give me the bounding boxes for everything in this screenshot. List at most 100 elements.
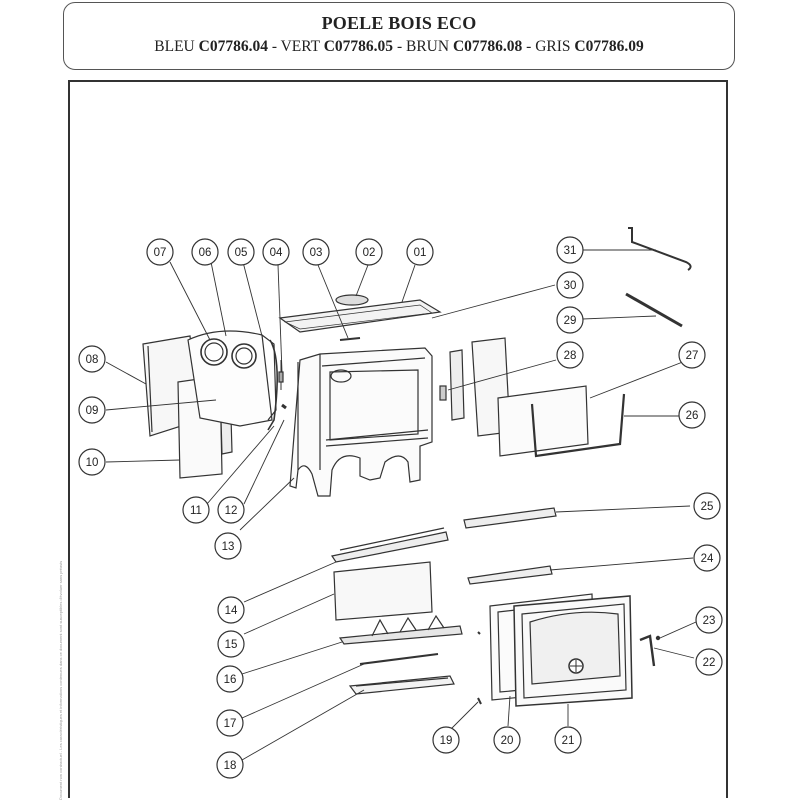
callout-circle [302,238,330,266]
side-note: Document non contractuel - Les caractéri… [58,561,63,800]
callout-circle [216,665,244,693]
callout-number: 30 [564,280,577,292]
callout-number: 19 [440,735,453,747]
callout-number: 29 [564,315,577,327]
callout-circle [406,238,434,266]
callout-number: 03 [310,247,323,259]
separator: - [522,38,536,55]
callout-18: 18 [216,751,244,779]
callout-21: 21 [554,726,582,754]
callout-number: 17 [224,718,237,730]
callout-number: 16 [224,674,237,686]
diagram-frame [68,80,728,798]
callout-number: 02 [363,247,376,259]
callout-number: 13 [222,541,235,553]
callout-number: 04 [270,247,283,259]
callout-number: 25 [701,501,714,513]
variant-code: C07786.09 [574,38,644,55]
variant-color: BLEU [154,38,195,55]
callout-number: 06 [199,247,212,259]
callout-circle [217,596,245,624]
callout-number: 09 [86,405,99,417]
callout-28: 28 [556,341,584,369]
callout-02: 02 [355,238,383,266]
callout-19: 19 [432,726,460,754]
callout-circle [78,396,106,424]
callout-09: 09 [78,396,106,424]
title-box: POELE BOIS ECO BLEU C07786.04 - VERT C07… [63,2,735,70]
callout-circle [695,648,723,676]
callout-17: 17 [216,709,244,737]
callout-29: 29 [556,306,584,334]
callout-27: 27 [678,341,706,369]
callout-number: 21 [562,735,575,747]
callout-circle [146,238,174,266]
callout-number: 14 [225,605,238,617]
callout-circle [556,271,584,299]
callout-number: 01 [414,247,427,259]
callout-number: 15 [225,639,238,651]
callout-08: 08 [78,345,106,373]
callout-07: 07 [146,238,174,266]
callout-12: 12 [217,496,245,524]
callout-circle [227,238,255,266]
callout-11: 11 [182,496,210,524]
callout-05: 05 [227,238,255,266]
callout-circle [678,401,706,429]
callout-circle [493,726,521,754]
callout-06: 06 [191,238,219,266]
callout-31: 31 [556,236,584,264]
callout-number: 08 [86,354,99,366]
variant-code: C07786.05 [323,38,394,55]
callout-number: 28 [564,350,577,362]
callout-circle [432,726,460,754]
callout-circle [216,751,244,779]
stove-parts [142,227,692,707]
callout-circle [216,709,244,737]
callout-number: 22 [703,657,716,669]
callout-10: 10 [78,448,106,476]
callout-circle [214,532,242,560]
callout-30: 30 [556,271,584,299]
callout-circle [355,238,383,266]
callout-03: 03 [302,238,330,266]
variant-code: C07786.04 [198,38,268,55]
callout-number: 20 [501,735,514,747]
callout-26: 26 [678,401,706,429]
callout-circle [262,238,290,266]
callout-circle [217,496,245,524]
callout-number: 11 [190,505,202,517]
callouts: 01 02 03 04 05 06 07 08 09 10 11 12 13 14 15 16 17 18 19 20… [78,236,723,779]
callout-number: 18 [224,760,237,772]
callout-number: 24 [701,553,714,565]
callout-number: 12 [225,505,238,517]
callout-circle [78,345,106,373]
callout-23: 23 [695,606,723,634]
callout-15: 15 [217,630,245,658]
callout-13: 13 [214,532,242,560]
callout-circle [556,236,584,264]
callout-circle [693,544,721,572]
variant-color: VERT [280,38,320,55]
callout-number: 26 [686,410,699,422]
callout-01: 01 [406,238,434,266]
callout-number: 27 [686,350,699,362]
separator: - [267,38,281,55]
callout-circle [217,630,245,658]
callout-number: 10 [86,457,99,469]
callout-24: 24 [693,544,721,572]
callout-22: 22 [695,648,723,676]
callout-20: 20 [493,726,521,754]
callout-circle [695,606,723,634]
callout-circle [556,306,584,334]
callout-number: 05 [235,247,248,259]
callout-circle [182,496,210,524]
callout-25: 25 [693,492,721,520]
callout-14: 14 [217,596,245,624]
variant-color: GRIS [535,38,571,55]
callout-number: 07 [154,247,167,259]
diagram-title: POELE BOIS ECO [321,13,477,33]
callout-number: 23 [703,615,716,627]
callout-number: 31 [564,245,577,257]
